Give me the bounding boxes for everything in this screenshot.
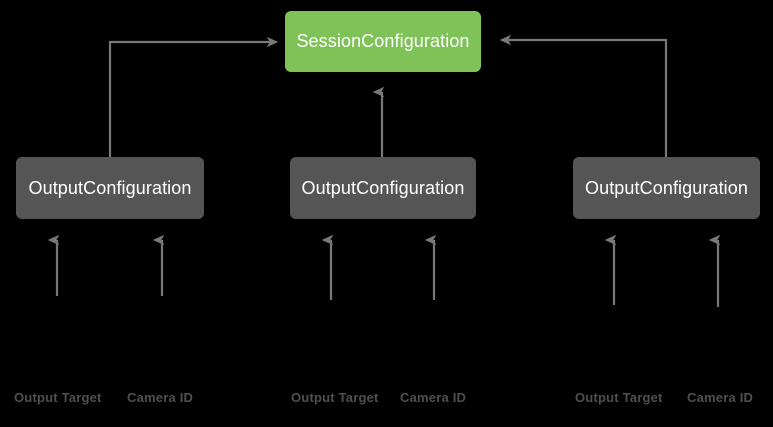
field-label-camera-id-2: Camera ID [400, 390, 467, 405]
session-configuration-node[interactable]: SessionConfiguration [285, 11, 481, 72]
field-label-output-target-3: Output Target [575, 390, 663, 405]
field-label-output-target-2: Output Target [291, 390, 379, 405]
output-configuration-node-1[interactable]: OutputConfiguration [16, 157, 204, 219]
field-label-camera-id-1: Camera ID [127, 390, 194, 405]
output-configuration-node-2[interactable]: OutputConfiguration [290, 157, 476, 219]
edge-output-left-to-session [108, 36, 279, 157]
field-label-output-target-1: Output Target [14, 390, 102, 405]
output-configuration-node-3[interactable]: OutputConfiguration [573, 157, 760, 219]
edge-output-right-to-session [499, 34, 668, 157]
field-label-camera-id-3: Camera ID [687, 390, 754, 405]
